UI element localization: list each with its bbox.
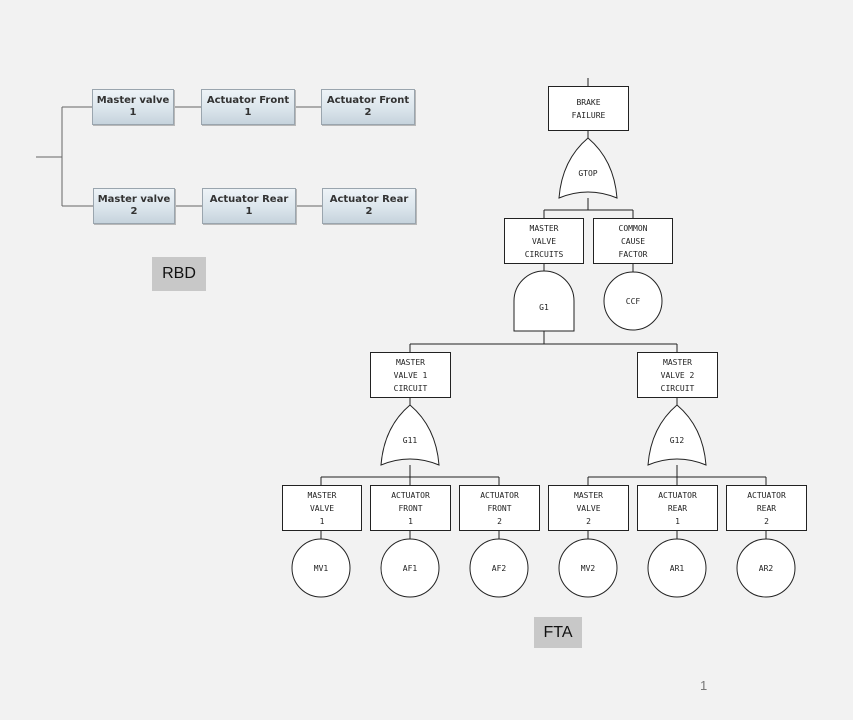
event-af2-circle — [469, 538, 529, 598]
rbd-block-master-valve-1[interactable]: Master valve 1 — [92, 89, 174, 125]
fta-box-line1: MASTER — [307, 490, 337, 500]
rbd-block-actuator-rear-1[interactable]: Actuator Rear 1 — [202, 188, 296, 224]
rbd-block-line1: Master valve — [97, 194, 171, 205]
fta-box-line1: MASTER — [529, 223, 559, 233]
event-af1-label: AF1 — [403, 564, 418, 573]
fta-box-line2: VALVE — [309, 503, 335, 513]
fta-box-line3: CIRCUITS — [524, 249, 564, 259]
rbd-block-line1: Actuator Front — [326, 95, 410, 106]
fta-box-line1: ACTUATOR — [747, 490, 786, 500]
fta-leaf-box-actuator-front-2[interactable]: ACTUATOR FRONT 2 — [459, 485, 540, 531]
fta-box-line1: ACTUATOR — [391, 490, 430, 500]
rbd-block-line1: Actuator Rear — [209, 194, 289, 205]
and-gate-g1-shape — [513, 270, 575, 332]
fta-box-line2: VALVE 1 — [393, 370, 428, 380]
fta-box-line2: VALVE 2 — [660, 370, 695, 380]
fta-box-line3: CIRCUIT — [393, 383, 428, 393]
or-gate-g12-shape — [647, 404, 707, 466]
event-ar2-circle — [736, 538, 796, 598]
fta-leaf-box-actuator-rear-1[interactable]: ACTUATOR REAR 1 — [637, 485, 718, 531]
fta-box-line2: VALVE — [576, 503, 601, 513]
rbd-block-actuator-front-1[interactable]: Actuator Front 1 — [201, 89, 295, 125]
fta-box-line1: BRAKE — [576, 97, 601, 107]
fta-box-line3: CIRCUIT — [660, 383, 695, 393]
or-gate-g11-shape — [380, 404, 440, 466]
fta-box-line3: 1 — [408, 516, 413, 526]
or-gate-gtop-shape — [558, 137, 618, 199]
rbd-block-line2: 1 — [244, 107, 252, 118]
fta-box-line2: REAR — [756, 503, 777, 513]
event-ccf-circle — [603, 271, 663, 331]
rbd-block-actuator-rear-2[interactable]: Actuator Rear 2 — [322, 188, 416, 224]
fta-top-event-box[interactable]: BRAKE FAILURE — [548, 86, 629, 131]
fta-box-line2: FRONT — [398, 503, 423, 513]
rbd-block-line2: 2 — [364, 107, 372, 118]
event-ccf-label: CCF — [626, 297, 641, 306]
rbd-block-actuator-front-2[interactable]: Actuator Front 2 — [321, 89, 415, 125]
event-ar2-label: AR2 — [759, 564, 774, 573]
fta-box-line2: CAUSE — [620, 236, 646, 246]
fta-box-line1: MASTER — [396, 357, 425, 367]
rbd-block-master-valve-2[interactable]: Master valve 2 — [93, 188, 175, 224]
rbd-block-line2: 2 — [130, 206, 138, 217]
fta-box-line2: FRONT — [487, 503, 512, 513]
fta-box-line3: 2 — [764, 516, 769, 526]
fta-box-line2: REAR — [667, 503, 688, 513]
rbd-block-line2: 1 — [245, 206, 253, 217]
event-ar1-label: AR1 — [670, 564, 685, 573]
fta-box-line1: COMMON — [618, 223, 648, 233]
fta-common-cause-box[interactable]: COMMON CAUSE FACTOR — [593, 218, 673, 264]
fta-box-line3: 2 — [586, 516, 591, 526]
rbd-block-line1: Actuator Rear — [329, 194, 409, 205]
rbd-block-line1: Master valve — [96, 95, 170, 106]
fta-box-line1: MASTER — [574, 490, 603, 500]
fta-box-line3: 1 — [675, 516, 680, 526]
fta-box-line1: MASTER — [663, 357, 692, 367]
event-mv2-circle — [558, 538, 618, 598]
page-number: 1 — [700, 678, 708, 693]
fta-box-line2: VALVE — [531, 236, 557, 246]
rbd-block-line2: 1 — [129, 107, 137, 118]
fta-leaf-box-actuator-front-1[interactable]: ACTUATOR FRONT 1 — [370, 485, 451, 531]
event-af2-label: AF2 — [492, 564, 507, 573]
event-ar1-circle — [647, 538, 707, 598]
fta-box-line1: ACTUATOR — [480, 490, 519, 500]
fta-label: FTA — [534, 617, 582, 648]
event-mv1-label: MV1 — [314, 564, 329, 573]
rbd-block-line2: 2 — [365, 206, 373, 217]
fta-box-line2: FAILURE — [571, 110, 606, 120]
rbd-block-line1: Actuator Front — [206, 95, 290, 106]
fta-box-line3: FACTOR — [618, 249, 648, 259]
gate-g12-label: G12 — [670, 436, 685, 445]
fta-leaf-box-master-valve-1[interactable]: MASTER VALVE 1 — [282, 485, 362, 531]
fta-box-line1: ACTUATOR — [658, 490, 697, 500]
fta-leaf-box-master-valve-2[interactable]: MASTER VALVE 2 — [548, 485, 629, 531]
gate-g1-label: G1 — [539, 303, 549, 312]
event-mv2-label: MV2 — [581, 564, 596, 573]
event-mv1-circle — [291, 538, 351, 598]
fta-leaf-box-actuator-rear-2[interactable]: ACTUATOR REAR 2 — [726, 485, 807, 531]
fta-master-valve-2-circuit-box[interactable]: MASTER VALVE 2 CIRCUIT — [637, 352, 718, 398]
rbd-label: RBD — [152, 257, 206, 291]
event-af1-circle — [380, 538, 440, 598]
fta-box-line3: 1 — [319, 516, 325, 526]
fta-master-valve-1-circuit-box[interactable]: MASTER VALVE 1 CIRCUIT — [370, 352, 451, 398]
fta-master-valve-circuits-box[interactable]: MASTER VALVE CIRCUITS — [504, 218, 584, 264]
gate-gtop-label: GTOP — [578, 169, 597, 178]
fta-box-line3: 2 — [497, 516, 502, 526]
gate-g11-label: G11 — [403, 436, 418, 445]
